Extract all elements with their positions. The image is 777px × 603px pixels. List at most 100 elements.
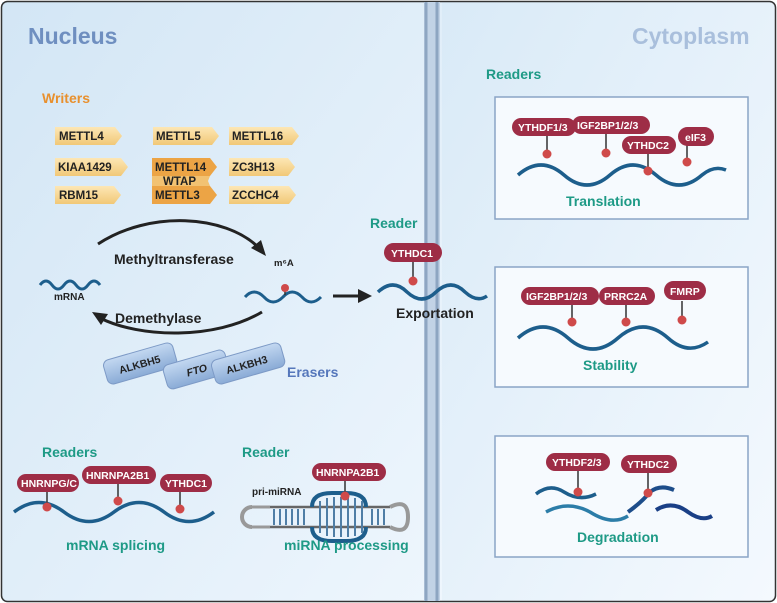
writer-tag-mettl3 bbox=[152, 186, 217, 204]
writer-tag-mettl16 bbox=[229, 127, 299, 145]
reader-pill-label: FMRP bbox=[670, 286, 700, 298]
writer-tag-zcchc4 bbox=[229, 186, 296, 204]
export-site bbox=[408, 276, 418, 286]
reader-pill-hnrnpa2b1-mirna bbox=[312, 463, 386, 481]
demethylase-arrow bbox=[99, 310, 263, 335]
writer-tag-zc3h13 bbox=[229, 158, 295, 176]
splicing-site bbox=[175, 504, 185, 514]
demethylase-label: Demethylase bbox=[115, 310, 202, 326]
export-mrna-strand bbox=[376, 283, 489, 301]
reader-pill-ythdf13 bbox=[512, 118, 576, 136]
reader-pill-prrc2a bbox=[599, 287, 655, 305]
methyltransferase-label: Methyltransferase bbox=[114, 251, 234, 267]
reader-pill-label: eIF3 bbox=[685, 132, 706, 144]
nucleus-title: Nucleus bbox=[28, 23, 117, 49]
mirna-site bbox=[340, 491, 350, 501]
reader-pill-eif3 bbox=[678, 127, 714, 146]
degradation-site bbox=[573, 487, 583, 497]
writer-label: METTL5 bbox=[156, 131, 201, 143]
splicing-readers-heading: Readers bbox=[42, 444, 97, 460]
splicing-site bbox=[113, 496, 123, 506]
reader-pill-label: YTHDF1/3 bbox=[518, 122, 568, 134]
export-arrowhead bbox=[358, 289, 372, 303]
writer-tag-mettl4 bbox=[55, 127, 122, 145]
writer-tag-wtap bbox=[152, 176, 210, 186]
reader-pill-label: YTHDF2/3 bbox=[552, 457, 602, 469]
eraser-label: FTO bbox=[185, 362, 208, 379]
writer-label: WTAP bbox=[163, 176, 196, 188]
reader-pill-label: IGF2BP1/2/3 bbox=[526, 291, 587, 303]
cytoplasm-title: Cytoplasm bbox=[632, 23, 750, 49]
reader-pill-ythdc1 bbox=[160, 474, 212, 492]
erasers-group: ALKBH5 FTO ALKBH3 bbox=[103, 342, 286, 390]
reader-pill-label: PRRC2A bbox=[604, 291, 648, 303]
reader-pill-label: YTHDC1 bbox=[165, 478, 207, 490]
m6a-label: m⁶A bbox=[274, 258, 294, 269]
nuclear-membrane bbox=[424, 2, 440, 601]
splicing-reader-pills: HNRNPG/C HNRNPA2B1 YTHDC1 bbox=[17, 466, 212, 492]
translation-site bbox=[643, 166, 653, 176]
pri-mirna-label: pri-miRNA bbox=[252, 487, 301, 498]
translation-site bbox=[601, 148, 611, 158]
reader-pill-hnrnpa2b1 bbox=[82, 466, 156, 484]
splicing-caption: mRNA splicing bbox=[66, 537, 165, 553]
splicing-site bbox=[42, 502, 52, 512]
reader-pill-label: HNRNPG/C bbox=[21, 478, 77, 490]
degradation-fragment-d bbox=[654, 503, 714, 521]
export-caption: Exportation bbox=[396, 305, 474, 321]
reader-pill-label: YTHDC2 bbox=[627, 459, 669, 471]
stability-caption: Stability bbox=[583, 357, 638, 373]
reader-pill-igf2bp bbox=[521, 287, 599, 305]
degradation-caption: Degradation bbox=[577, 529, 659, 545]
degradation-fragment-b bbox=[545, 504, 629, 522]
degradation-reader-pills: YTHDF2/3 YTHDC2 bbox=[546, 453, 677, 473]
mrna-strand bbox=[38, 279, 102, 291]
m6a-site bbox=[281, 284, 289, 292]
degradation-box bbox=[494, 435, 749, 558]
translation-site bbox=[542, 149, 552, 159]
mirna-caption: miRNA processing bbox=[284, 537, 409, 553]
reader-pill-label: HNRNPA2B1 bbox=[86, 470, 150, 482]
cytoplasm-readers-heading: Readers bbox=[486, 66, 541, 82]
writer-label: ZCCHC4 bbox=[232, 190, 279, 202]
writer-tag-kiaa1429 bbox=[55, 158, 128, 176]
export-reader-heading: Reader bbox=[370, 215, 418, 231]
writer-tag-mettl5 bbox=[153, 127, 219, 145]
reader-pill-label: IGF2BP1/2/3 bbox=[577, 120, 638, 132]
reader-pill-hnrnpgc bbox=[17, 474, 79, 492]
writer-label: METTL3 bbox=[155, 190, 200, 202]
writer-label: KIAA1429 bbox=[58, 162, 112, 174]
degradation-site bbox=[643, 488, 653, 498]
translation-reader-pills: YTHDF1/3 IGF2BP1/2/3 YTHDC2 eIF3 bbox=[512, 116, 714, 154]
stability-reader-pills: IGF2BP1/2/3 PRRC2A FMRP bbox=[521, 281, 706, 305]
stability-site bbox=[621, 317, 631, 327]
translation-caption: Translation bbox=[566, 193, 641, 209]
reader-pill-fmrp bbox=[664, 281, 706, 300]
writer-label: METTL14 bbox=[155, 162, 207, 174]
reader-pill-ythdc2 bbox=[621, 455, 677, 473]
writers-group: METTL4 METTL5 METTL16 KIAA1429 METTL14 W… bbox=[55, 127, 299, 204]
m6a-mrna-strand bbox=[243, 290, 323, 304]
nucleus-panel bbox=[2, 2, 442, 601]
writer-label: ZC3H13 bbox=[232, 162, 275, 174]
writer-label: RBM15 bbox=[59, 190, 99, 202]
writer-tag-rbm15 bbox=[55, 186, 121, 204]
methyltransferase-arrowhead bbox=[251, 240, 266, 256]
reader-pill-ythdf23 bbox=[546, 453, 610, 471]
stability-site bbox=[567, 317, 577, 327]
reader-pill-label: YTHDC1 bbox=[391, 248, 433, 260]
reader-pill-ythdc2 bbox=[622, 136, 676, 154]
erasers-heading: Erasers bbox=[287, 364, 339, 380]
reader-pill-ythdc1-export bbox=[384, 243, 442, 262]
eraser-alkbh3 bbox=[211, 342, 286, 385]
demethylase-arrowhead bbox=[92, 312, 108, 325]
mirna-reader-heading: Reader bbox=[242, 444, 290, 460]
writer-tag-mettl14 bbox=[152, 158, 217, 176]
methyltransferase-arrow bbox=[97, 219, 260, 249]
eraser-alkbh5 bbox=[103, 342, 178, 385]
pri-mirna-hairpin bbox=[240, 491, 411, 543]
degradation-fragment-a bbox=[534, 486, 597, 500]
